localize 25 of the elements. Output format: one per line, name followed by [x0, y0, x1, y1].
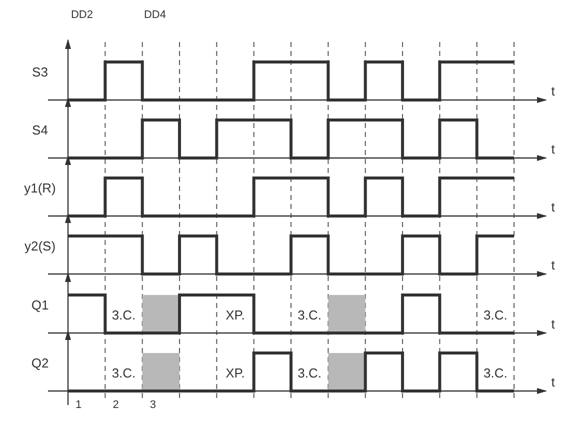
axis-label: t	[551, 84, 555, 98]
signal-label: S4	[32, 122, 48, 138]
signal-label: Q1	[31, 298, 49, 312]
chip-label: DD2	[71, 9, 93, 21]
state-label: XP.	[226, 366, 245, 380]
state-label: 3.C.	[298, 308, 322, 322]
signal-label: y2(S)	[24, 238, 56, 254]
axis-label: t	[551, 142, 555, 156]
axis-label: t	[551, 316, 555, 332]
signal-label: S3	[32, 64, 48, 80]
state-label: 3.C.	[484, 308, 508, 322]
interval-number: 1	[76, 399, 82, 411]
signal-label: y1(R)	[24, 180, 56, 196]
state-label: 3.C.	[112, 366, 136, 380]
state-label: XP.	[226, 308, 245, 322]
state-label: 3.C.	[484, 366, 508, 380]
state-label: 3.C.	[298, 366, 322, 380]
interval-number: 3	[150, 399, 156, 411]
axis-label: t	[551, 374, 555, 390]
axis-label: t	[551, 200, 555, 214]
signal-label: Q2	[31, 356, 49, 370]
interval-number: 2	[112, 399, 119, 411]
axis-label: t	[551, 258, 555, 272]
chip-label: DD4	[144, 9, 166, 21]
state-label: 3.C.	[112, 308, 136, 322]
